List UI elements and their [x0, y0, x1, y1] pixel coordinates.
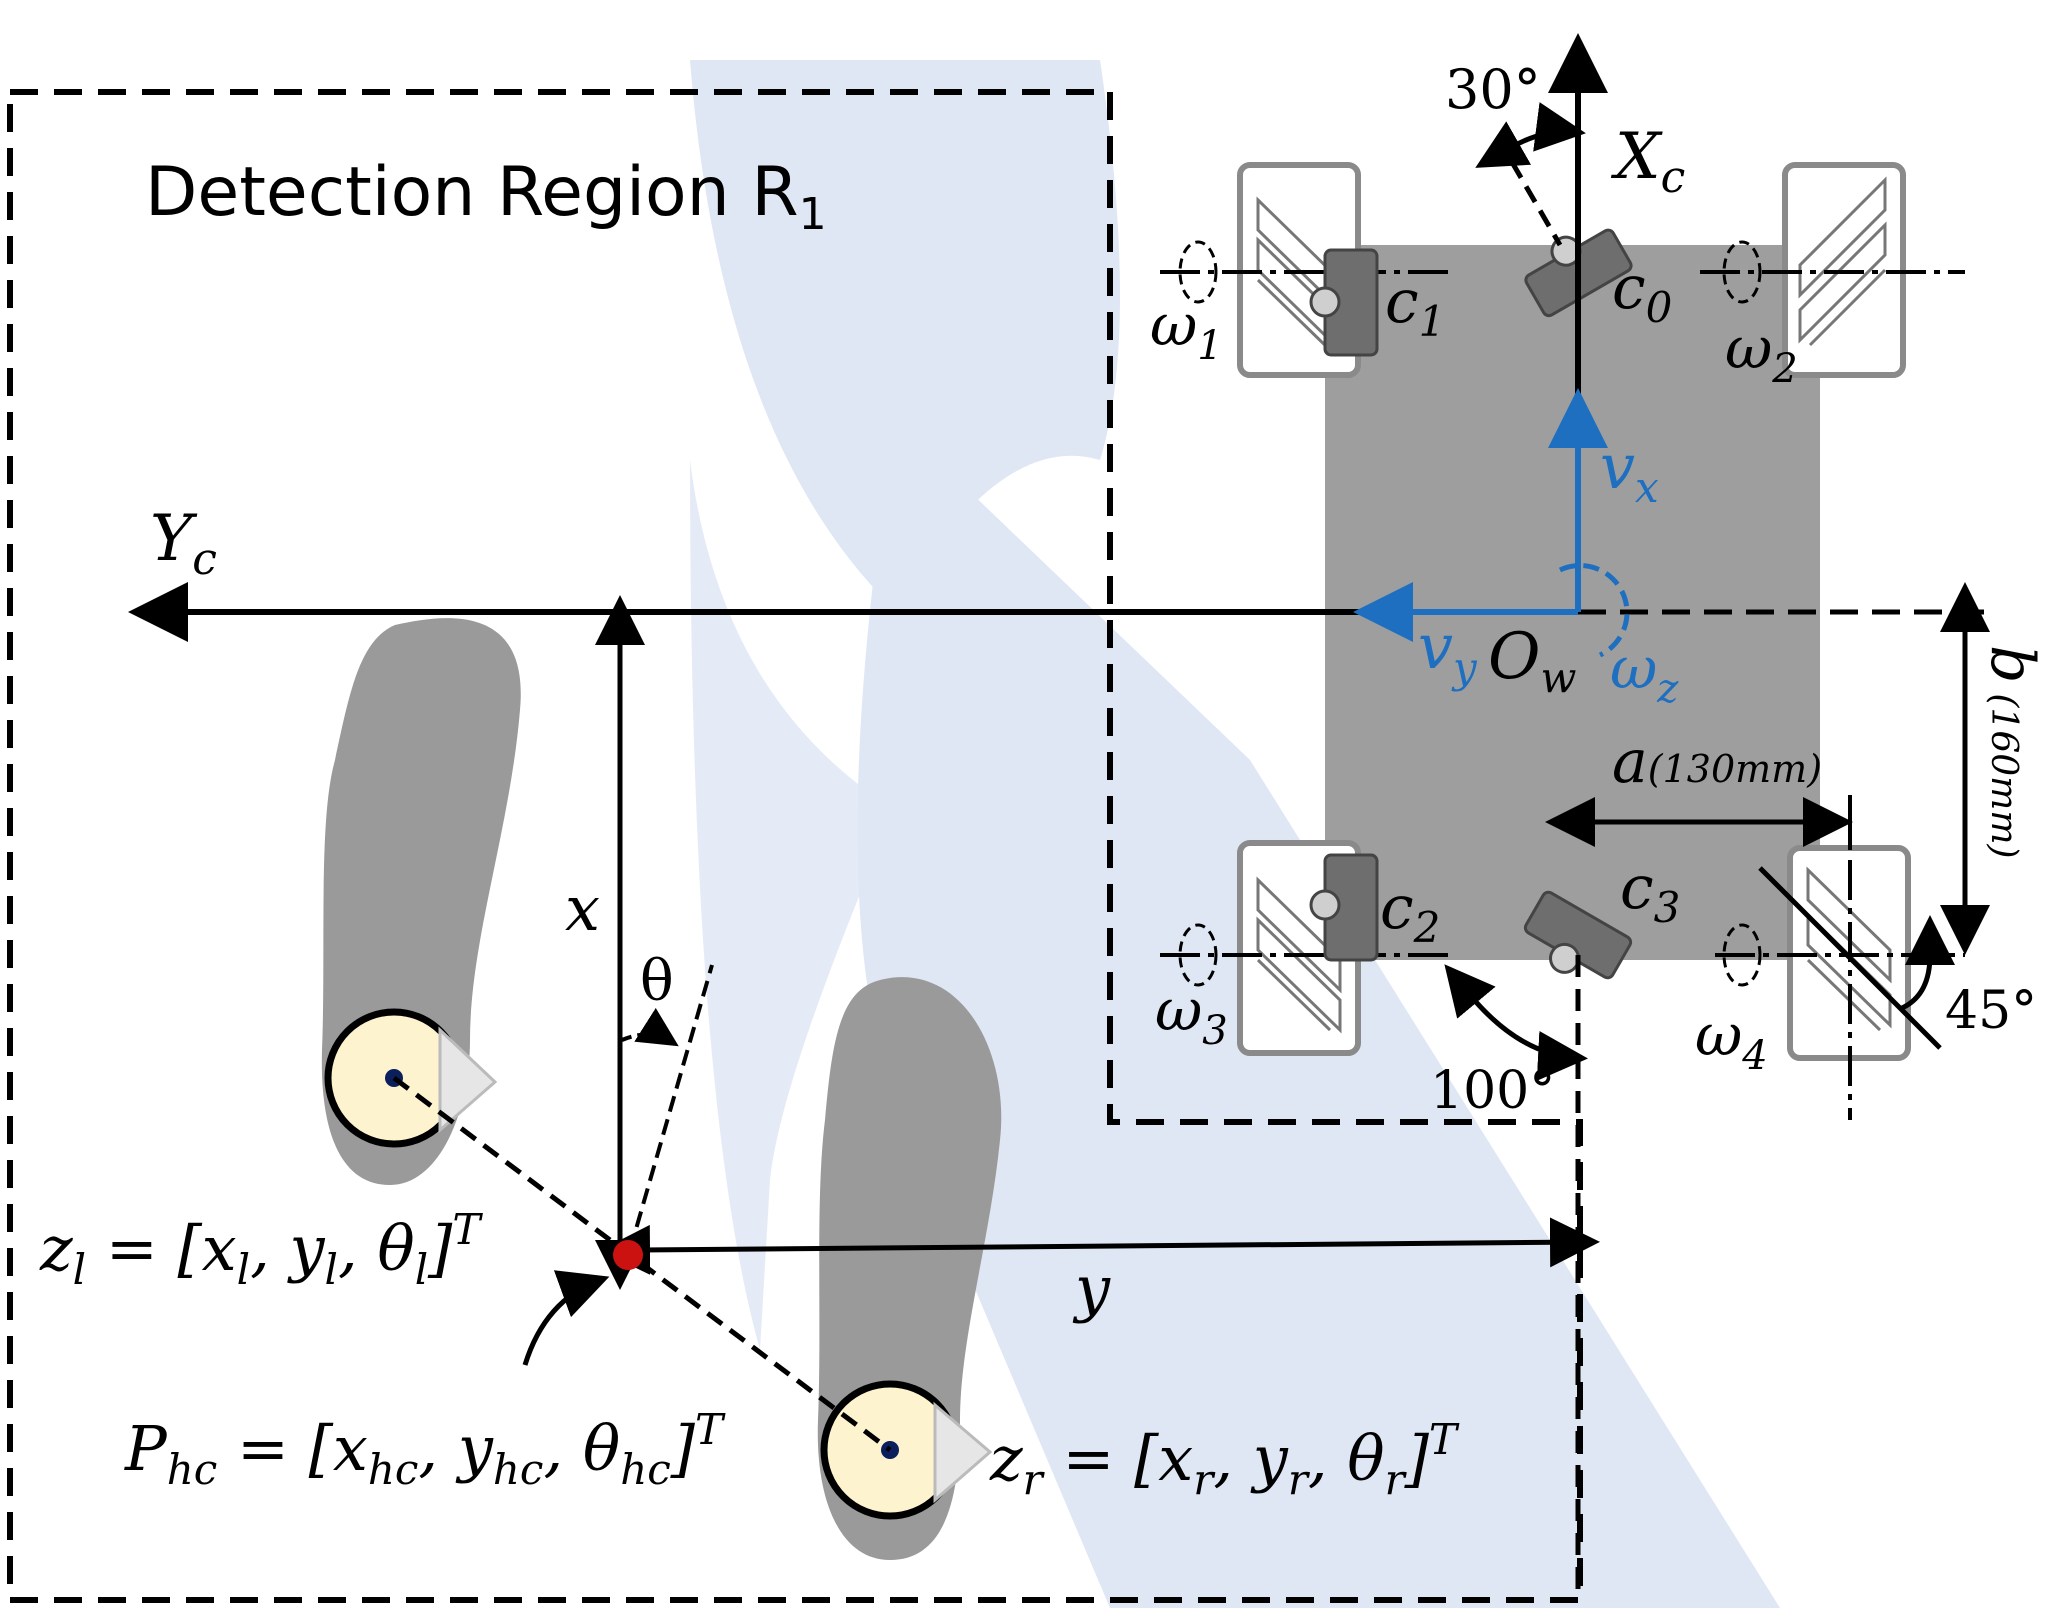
w3-label: ω3	[1155, 976, 1228, 1054]
y-dimension-label: y	[1072, 1252, 1111, 1325]
detection-region-boundary	[7, 89, 1583, 1603]
right-foot	[817, 977, 1002, 1560]
c1-label: c1	[1385, 267, 1445, 346]
wz-label: ωz	[1610, 634, 1679, 712]
y-dimension-arrow	[600, 1217, 1600, 1275]
dimension-a-label: a(130mm)	[1612, 727, 1822, 797]
yc-label: Yc	[150, 502, 217, 585]
xc-label: Xc	[1610, 120, 1685, 203]
wz-rotation-arc	[1558, 563, 1630, 658]
angle-100-arc	[1444, 964, 1588, 1081]
sensor-c1	[1309, 248, 1379, 357]
phc-pointer	[522, 1270, 610, 1366]
c2-label: c2	[1380, 873, 1440, 952]
vx-label: vx	[1600, 430, 1659, 512]
origin-label: Ow	[1488, 620, 1576, 702]
angle-30-arc	[1475, 102, 1586, 168]
w4-label: ω4	[1695, 1001, 1768, 1079]
robot-body	[1325, 245, 1820, 960]
sensor-c2	[1309, 853, 1379, 962]
vy-label: vy	[1418, 610, 1478, 692]
human-center-point	[613, 1240, 643, 1270]
x-dimension-label: x	[565, 872, 600, 945]
theta-label: θ	[640, 949, 674, 1014]
angle-45-arc	[1900, 915, 1955, 1011]
c0-label: c0	[1612, 253, 1672, 332]
phc-equation: Phc = [xhc, yhc, θhc]T	[124, 1405, 726, 1494]
wheel-4-roller-line	[1758, 866, 1942, 1050]
w1-label: ω1	[1150, 291, 1223, 369]
c3-label: c3	[1620, 853, 1680, 932]
w2-label: ω2	[1725, 314, 1798, 392]
heading-line	[628, 964, 714, 1251]
c0-orientation-line	[1495, 136, 1563, 247]
detection-region-title: Detection Region R1	[145, 153, 827, 240]
angle-30-label: 30°	[1445, 58, 1541, 121]
zl-equation: zl = [xl, yl, θl]T	[39, 1205, 483, 1294]
theta-arc	[621, 1007, 679, 1047]
heel-connecting-line	[392, 1076, 892, 1452]
wheel-rotation-arcs	[1178, 240, 1762, 987]
angle-45-label: 45°	[1945, 981, 2037, 1041]
angle-100-label: 100°	[1430, 1061, 1555, 1121]
zr-equation: zr = [xr, yr, θr]T	[989, 1415, 1460, 1504]
dimension-b-label: b(160mm)	[1977, 645, 2047, 859]
